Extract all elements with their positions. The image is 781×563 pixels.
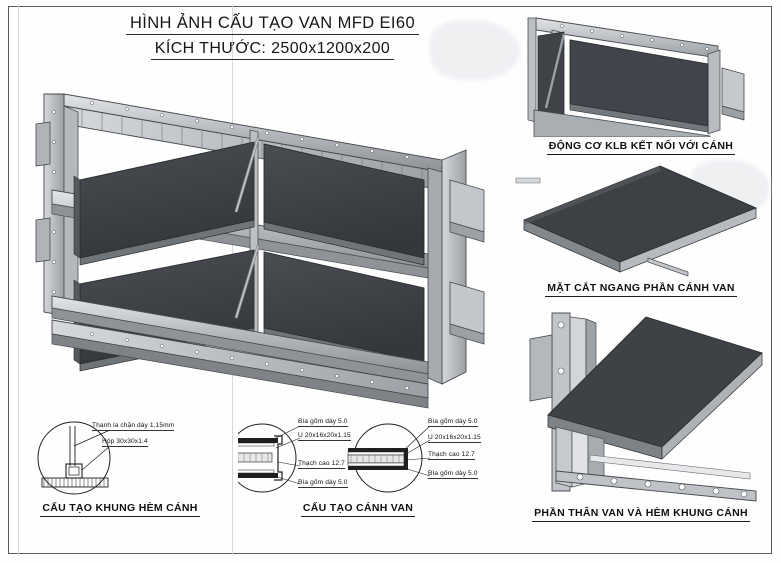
label-right-bia-gom-top: Bìa gốm dày 5.0 — [428, 418, 478, 427]
sheet-border — [8, 6, 772, 554]
caption-frame-construction: CẤU TẠO KHUNG HÈM CÁNH — [40, 502, 200, 517]
caption-frame-construction-wrap: CẤU TẠO KHUNG HÈM CÁNH — [20, 498, 220, 517]
title-line-1: HÌNH ẢNH CẤU TẠO VAN MFD EI60 — [125, 14, 420, 35]
caption-motor-wrap: ĐỘNG CƠ KLB KẾT NỐI VỚI CÁNH — [512, 136, 770, 155]
label-right-thach-cao: Thạch cao 12.7 — [428, 451, 475, 460]
label-hop-30x30: Hộp 30x30x1.4 — [102, 438, 148, 447]
caption-blade-section-wrap: MẶT CẮT NGANG PHẦN CÁNH VAN — [512, 278, 770, 297]
label-right-bia-gom-bot: Bìa gốm dày 5.0 — [428, 470, 478, 479]
title-line-2: KÍCH THƯỚC: 2500x1200x200 — [150, 39, 395, 60]
caption-motor: ĐỘNG CƠ KLB KẾT NỐI VỚI CÁNH — [546, 140, 736, 155]
caption-blade-construction: CẤU TẠO CÁNH VAN — [300, 502, 416, 517]
label-left-u-profile: U 20x16x20x1.15 — [298, 432, 351, 441]
caption-blade-section: MẶT CẮT NGANG PHẦN CÁNH VAN — [545, 282, 737, 297]
figure-blade-cross-section: MẶT CẮT NGANG PHẦN CÁNH VAN — [512, 162, 770, 297]
caption-blade-construction-wrap: CẤU TẠO CÁNH VAN — [258, 498, 458, 517]
figure-body-and-frame: PHẦN THÂN VAN VÀ HÈM KHUNG CÁNH — [512, 305, 774, 522]
detail-frame-construction: Thanh la chặn dày 1.15mm Hộp 30x30x1.4 C… — [22, 420, 237, 517]
detail-blade-construction: Bìa gốm dày 5.0 U 20x16x20x1.15 Thạch ca… — [223, 418, 508, 517]
label-right-u-profile: U 20x16x20x1.15 — [428, 434, 481, 443]
main-assembly-figure — [22, 72, 502, 417]
scan-fold-line-left — [18, 6, 19, 554]
figure-motor-connection: ĐỘNG CƠ KLB KẾT NỐI VỚI CÁNH — [512, 12, 770, 155]
label-left-bia-gom-bot: Bìa gốm dày 5.0 — [298, 479, 348, 488]
label-left-bia-gom-top: Bìa gốm dày 5.0 — [298, 418, 348, 427]
label-left-thach-cao: Thạch cao 12.7 — [298, 460, 345, 469]
caption-body-frame-wrap: PHẦN THÂN VAN VÀ HÈM KHUNG CÁNH — [510, 503, 772, 522]
scan-shadow-top — [430, 20, 520, 80]
page-title: HÌNH ẢNH CẤU TẠO VAN MFD EI60 KÍCH THƯỚC… — [100, 14, 445, 60]
caption-body-frame: PHẦN THÂN VAN VÀ HÈM KHUNG CÁNH — [532, 507, 750, 522]
label-thanh-la: Thanh la chặn dày 1.15mm — [92, 422, 175, 431]
